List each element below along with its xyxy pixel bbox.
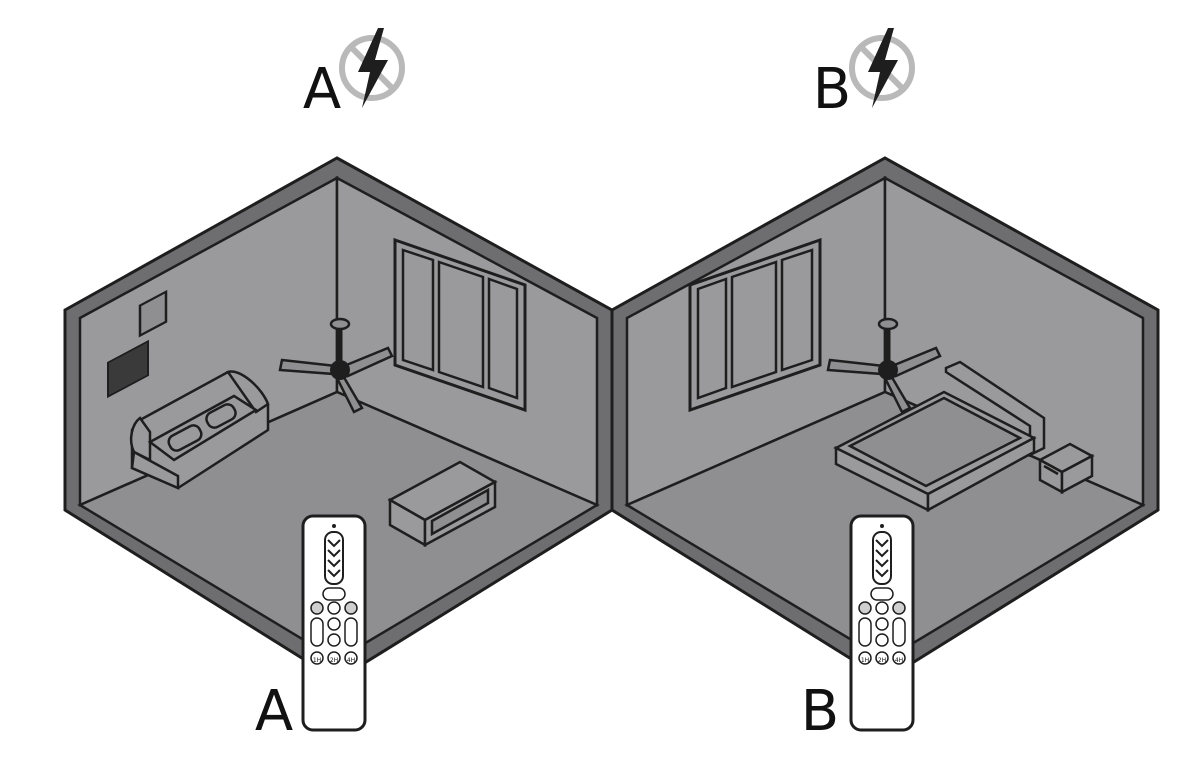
remote-control-icon (301, 514, 367, 732)
remote-a: 1H 2H 4H (301, 514, 367, 732)
sofa (129, 370, 270, 490)
bed (833, 360, 1046, 513)
remote-a-timer-1: 1H (313, 657, 321, 664)
no-power-icon (852, 28, 912, 108)
room-a-top-label: A (303, 57, 341, 122)
remote-a-label: A (255, 679, 293, 744)
remote-a-timer-4: 4H (347, 657, 355, 664)
remote-b-label: B (801, 679, 839, 744)
room-b-top-label: B (813, 57, 851, 122)
no-power-icon (342, 28, 402, 108)
wall-panel (107, 339, 149, 399)
room-a (63, 156, 614, 682)
remote-a-timer-2: 2H (330, 657, 338, 664)
remote-b-timer-2: 2H (878, 657, 886, 664)
remote-b: 1H 2H 4H (849, 514, 915, 732)
light-switch (138, 289, 168, 338)
tv-stand (387, 460, 498, 548)
remote-control-icon (849, 514, 915, 732)
remote-b-timer-4: 4H (895, 657, 903, 664)
remote-b-timer-1: 1H (861, 657, 869, 664)
nightstand (1037, 442, 1095, 495)
room-b (610, 156, 1160, 682)
